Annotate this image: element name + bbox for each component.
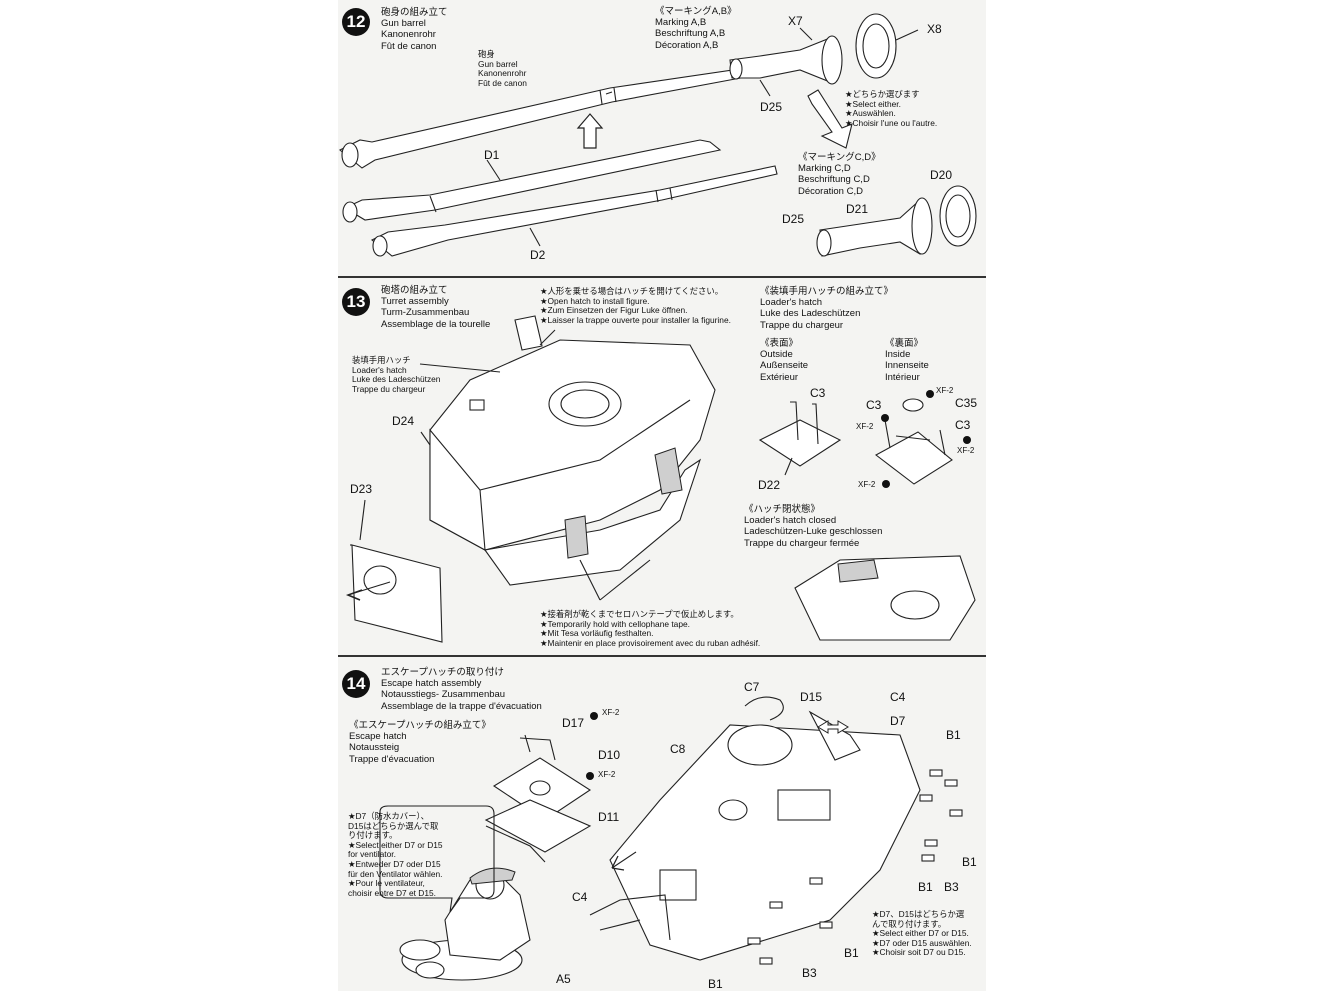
hull-top-drawing (609, 724, 921, 961)
part-label-b1: B1 (962, 855, 977, 869)
part-label-d22: D22 (758, 478, 781, 492)
part-label-c4: C4 (572, 890, 588, 904)
part-label-c3: C3 (955, 418, 971, 432)
figure-note: ★人形を乗せる場合はハッチを開けてください。★Open hatch to ins… (540, 286, 731, 325)
paint-label-xf2: XF-2 (957, 446, 975, 455)
part-label-b1: B1 (918, 880, 933, 894)
part-label-c3: C3 (810, 386, 826, 400)
part-label-d1: D1 (484, 148, 500, 162)
loader-hatch-inside (874, 390, 971, 488)
part-label-c4: C4 (890, 690, 906, 704)
up-arrow (576, 113, 604, 149)
ventilator-note: ★D7（防水カバー）、D15はどちらか選んで取り付けます。★Select eit… (348, 811, 443, 898)
part-label-d25: D25 (782, 212, 805, 226)
part-label-b1: B1 (946, 728, 961, 742)
muzzle-brake-ab (729, 13, 897, 85)
speech-bubble (379, 805, 495, 913)
paint-label-xf2: XF-2 (856, 422, 874, 431)
commander-figure-illustration (399, 867, 531, 981)
escape-hatch-d11 (484, 799, 592, 863)
part-label-d11: D11 (598, 810, 620, 824)
part-label-d20: D20 (930, 168, 953, 182)
part-label-c8: C8 (670, 742, 686, 756)
part-label-d23: D23 (350, 482, 373, 496)
step-number: 13 (342, 288, 370, 316)
step-number: 14 (342, 670, 370, 698)
either-arrow (807, 89, 853, 149)
paint-label-xf2: XF-2 (936, 386, 954, 395)
loader-hatch-closed-view (794, 555, 976, 641)
part-label-b3: B3 (944, 880, 959, 894)
section-divider (338, 276, 986, 278)
part-label-d21: D21 (846, 202, 869, 216)
gun-barrel-assembled (338, 65, 763, 169)
part-label-b3: B3 (802, 966, 817, 980)
part-label-d2: D2 (530, 248, 546, 262)
part-label-d17: D17 (562, 716, 585, 730)
select-d7-d15-note: ★D7、D15はどちらか選んで取り付けます。★Select either D7 … (872, 909, 972, 958)
part-label-c35: C35 (955, 396, 978, 410)
gun-barrel-half-d2 (370, 165, 778, 257)
part-label-d10: D10 (598, 748, 621, 762)
gun-barrel-half-d1 (342, 139, 722, 223)
part-label-d24: D24 (392, 414, 415, 428)
part-label-b1: B1 (708, 977, 723, 991)
select-either-note: ★どちらか選びます★Select either.★Auswählen.★Choi… (845, 89, 938, 128)
either-arrow-2 (817, 720, 849, 734)
part-label-d7: D7 (890, 714, 906, 728)
paint-label-xf2: XF-2 (602, 708, 620, 717)
part-label-a5: A5 (556, 972, 571, 986)
part-label-c7: C7 (744, 680, 760, 694)
part-label-d15: D15 (800, 690, 823, 704)
paint-label-xf2: XF-2 (858, 480, 876, 489)
part-label-b1: B1 (844, 946, 859, 960)
tape-note: ★接着剤が乾くまでセロハンテープで仮止めします。★Temporarily hol… (540, 609, 761, 648)
part-label-x7: X7 (788, 14, 803, 28)
turret-drawing (429, 315, 716, 586)
step-number: 12 (342, 8, 370, 36)
muzzle-brake-cd (816, 185, 977, 257)
part-label-d25: D25 (760, 100, 783, 114)
mantlet-d23 (350, 544, 443, 643)
loader-hatch-outside (758, 401, 842, 467)
section-divider (338, 655, 986, 657)
bolt-parts (747, 769, 963, 965)
part-label-x8: X8 (927, 22, 942, 36)
escape-hatch-d10 (492, 712, 598, 821)
part-label-c3: C3 (866, 398, 882, 412)
paint-label-xf2: XF-2 (598, 770, 616, 779)
